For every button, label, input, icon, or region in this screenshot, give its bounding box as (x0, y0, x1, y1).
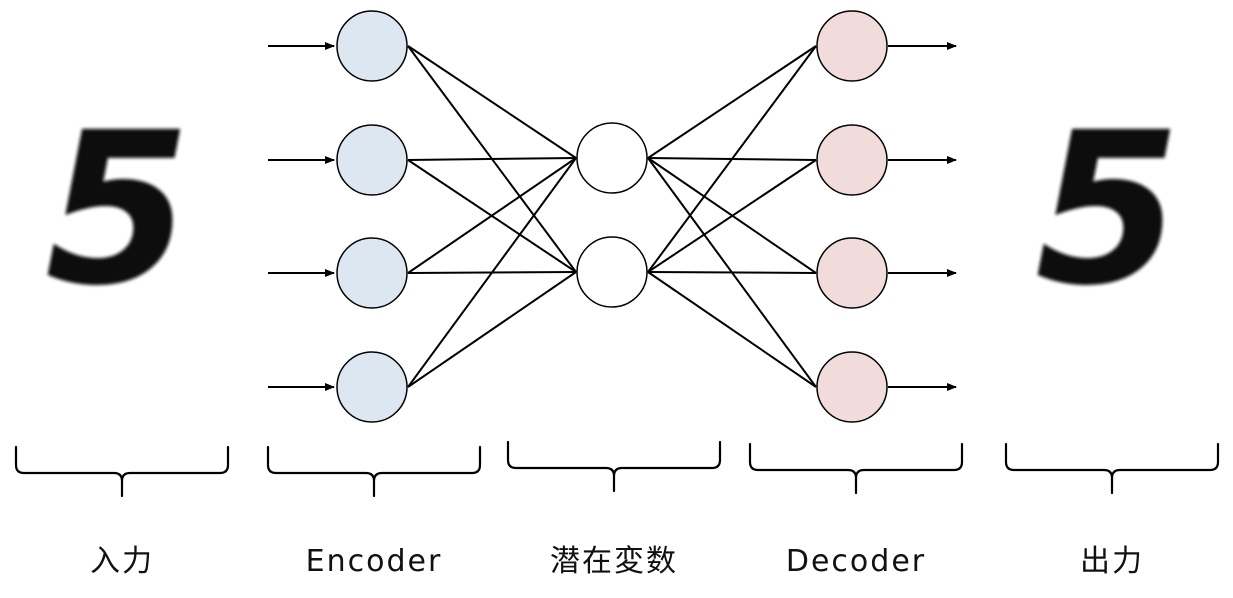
connection-edge (407, 157, 577, 388)
latent-decoder-edges (647, 45, 817, 388)
encoder-node (336, 351, 408, 423)
output-arrows (888, 42, 957, 391)
output-digit-image: 5 (1035, 87, 1181, 332)
encoder-latent-edges (407, 45, 577, 388)
connection-edge (407, 45, 577, 159)
decoder-nodes (816, 10, 888, 423)
output-digit-glyph: 5 (1035, 87, 1181, 332)
latent-brace (506, 440, 722, 493)
section-labels: 入力 Encoder 潜在変数 Decoder 出力 (90, 544, 1144, 579)
input-arrows (268, 42, 335, 391)
encoder-brace (266, 445, 482, 498)
encoder-label: Encoder (306, 544, 443, 579)
decoder-node (816, 237, 888, 309)
latent-label: 潜在変数 (550, 544, 678, 579)
connection-edge (647, 45, 817, 159)
input-digit-glyph: 5 (45, 87, 191, 332)
decoder-label: Decoder (786, 544, 926, 579)
latent-node (576, 236, 648, 308)
connection-edge (407, 271, 577, 388)
decoder-brace (748, 442, 964, 495)
output-brace (1004, 442, 1220, 495)
encoder-nodes (336, 10, 408, 423)
decoder-node (816, 10, 888, 82)
input-brace (14, 445, 230, 498)
latent-node (576, 122, 648, 194)
encoder-node (336, 10, 408, 82)
decoder-node (816, 124, 888, 196)
connection-edge (407, 157, 577, 161)
section-braces (14, 440, 1220, 498)
encoder-node (336, 124, 408, 196)
connection-edge (647, 45, 817, 273)
connection-edge (647, 159, 817, 273)
connection-edge (647, 271, 817, 274)
input-digit-image: 5 (45, 87, 191, 332)
connection-edge (647, 271, 817, 388)
latent-nodes (576, 122, 648, 308)
connection-edge (407, 157, 577, 274)
encoder-node (336, 237, 408, 309)
output-label: 出力 (1080, 544, 1144, 579)
decoder-node (816, 351, 888, 423)
input-label: 入力 (90, 544, 154, 579)
